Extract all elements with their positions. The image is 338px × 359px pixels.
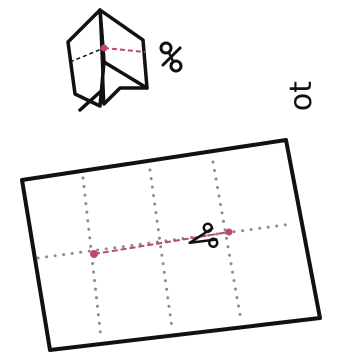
folded-paper-fold-line	[69, 47, 105, 63]
scissors-icon	[188, 222, 219, 249]
folded-paper-cut-line	[103, 47, 146, 53]
folded-paper-dot	[100, 44, 108, 52]
annotation-text: ot	[284, 81, 319, 111]
cut-end-dot	[225, 228, 233, 236]
scissors-icon	[159, 41, 183, 73]
unfolded-sheet	[20, 138, 322, 352]
vertical-fold-line	[81, 176, 103, 340]
horizontal-fold-line	[36, 222, 294, 260]
unfolded-sheet-outline	[20, 138, 322, 352]
cut-start-dot	[90, 250, 98, 258]
folded-paper-spine	[98, 9, 106, 105]
unfolded-cut-line	[93, 231, 230, 255]
vertical-fold-line	[211, 160, 243, 322]
vertical-fold-line	[148, 168, 174, 330]
folded-paper	[66, 8, 149, 112]
